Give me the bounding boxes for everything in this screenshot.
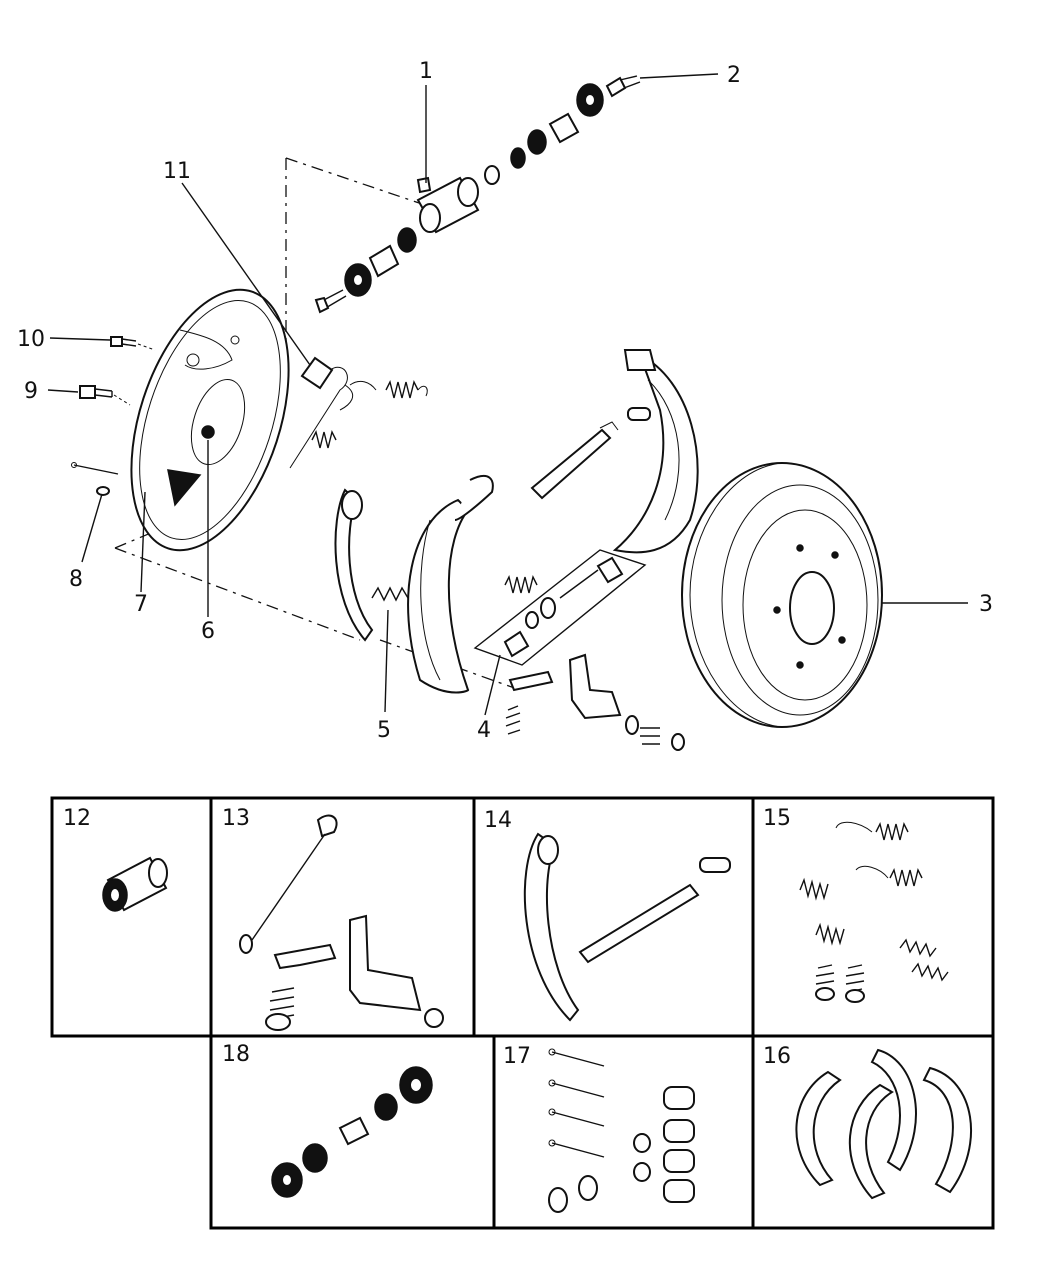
brake-shoe-secondary: [612, 349, 699, 554]
hold-down-springs-lower: [505, 705, 685, 751]
adjuster-cable-icon: [239, 814, 338, 954]
kit-box-14: 14: [484, 808, 731, 1022]
cylinder-internals-right: [484, 83, 604, 185]
brake-drum-3: [681, 462, 883, 728]
kit-14-label: 14: [484, 808, 512, 833]
wheel-cylinder-1: [416, 176, 480, 234]
parking-lever-kit-icon: [523, 832, 580, 1022]
brake-shoe-primary: [407, 474, 494, 694]
cylinder-internals-left: [314, 227, 417, 314]
kit-12-label: 12: [63, 806, 91, 831]
spring-clip-top: [627, 407, 651, 421]
adjuster-lever-11: [289, 356, 354, 469]
kit-box-15: 15: [763, 806, 949, 1003]
callout-1: 1: [419, 59, 433, 84]
kit-box-13: 13: [222, 806, 444, 1031]
shoe-return-spring-5: [371, 586, 409, 602]
hold-down-springs-kit-icon: [815, 964, 865, 1003]
callout-3: 3: [979, 592, 993, 617]
callout-4: 4: [477, 718, 491, 743]
hold-down-pins-kit-icon: [548, 1048, 605, 1213]
kit-18-label: 18: [222, 1042, 250, 1067]
brake-shoes-kit-icon: [795, 1048, 972, 1200]
pin-and-retainer-8: [71, 462, 119, 496]
parking-brake-lever: [334, 488, 374, 642]
kit-box-17: 17: [503, 1044, 695, 1213]
kit-16-label: 16: [763, 1044, 791, 1069]
callout-9: 9: [24, 379, 38, 404]
hold-down-springs-17-icon: [633, 1086, 695, 1203]
bolt-9: [79, 385, 131, 406]
adjuster-lever-kit-icon: [273, 914, 444, 1028]
return-springs-kit-icon: [799, 821, 949, 982]
bleeder-screw-2: [605, 75, 641, 98]
wheel-cylinder-kit-icon: [102, 856, 168, 912]
backing-plate: [130, 288, 290, 552]
strut-bar: [530, 421, 619, 500]
kit-box-16: 16: [763, 1044, 972, 1200]
callout-5: 5: [377, 718, 391, 743]
cylinder-rebuild-kit-icon: [271, 1066, 433, 1198]
exploded-view: 1 2 3 4 5 6 7 8 9 10 11: [17, 59, 993, 751]
kit-box-18: 18: [222, 1042, 433, 1198]
kit-13-label: 13: [222, 806, 250, 831]
callout-6: 6: [201, 619, 215, 644]
callout-8: 8: [69, 567, 83, 592]
callout-2: 2: [727, 63, 741, 88]
callout-11: 11: [163, 159, 191, 184]
callout-labels: 1 2 3 4 5 6 7 8 9 10 11: [17, 59, 993, 743]
springs-upper: [311, 379, 428, 449]
strut-kit-icon: [578, 857, 731, 964]
kit-grid: 12 13: [50, 796, 995, 1230]
adjuster-lever-lower: [508, 653, 622, 720]
callout-7: 7: [134, 592, 148, 617]
kit-15-label: 15: [763, 806, 791, 831]
kit-17-label: 17: [503, 1044, 531, 1069]
bolt-10: [110, 336, 156, 351]
spring-kit-13-icon: [265, 987, 295, 1031]
callout-leaders: [47, 73, 968, 716]
kit-box-12: 12: [63, 806, 168, 912]
adjuster-kit-4: [473, 549, 647, 666]
callout-10: 10: [17, 327, 45, 352]
